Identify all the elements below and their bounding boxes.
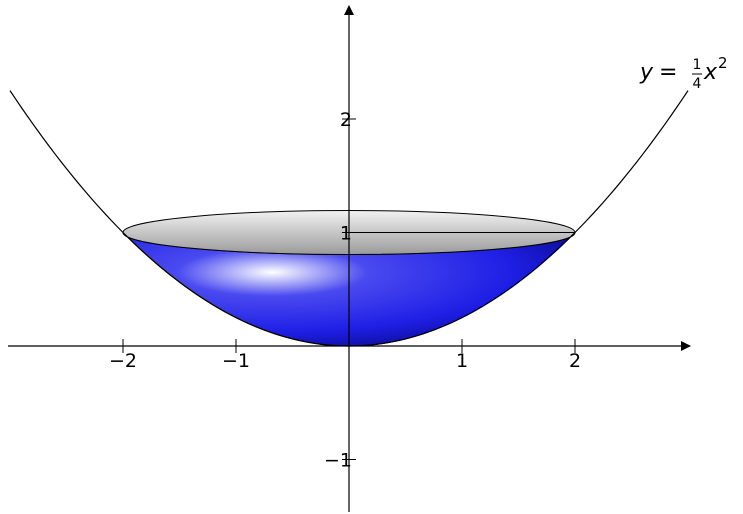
x-tick-label: 2 <box>569 350 581 372</box>
equation-variable: x <box>703 60 718 85</box>
equation-exponent: 2 <box>718 54 728 72</box>
equation-numerator: 1 <box>693 57 702 73</box>
equation-equals-sign: = <box>659 60 677 85</box>
y-tick-label: 1 <box>340 223 352 245</box>
equation-lhs: y <box>639 60 654 85</box>
y-tick-label: 2 <box>340 109 352 131</box>
x-tick-label: −1 <box>222 350 250 372</box>
x-axis-ticks: −2 −1 1 2 <box>109 339 581 372</box>
x-tick-label: 1 <box>456 350 468 372</box>
equation-denominator: 4 <box>693 76 702 92</box>
x-tick-label: −2 <box>109 350 137 372</box>
y-tick-label: −1 <box>324 450 352 472</box>
y-axis-ticks: 2 1 −1 <box>324 109 356 472</box>
curve-equation-label: y = 1 4 x 2 <box>639 54 728 92</box>
